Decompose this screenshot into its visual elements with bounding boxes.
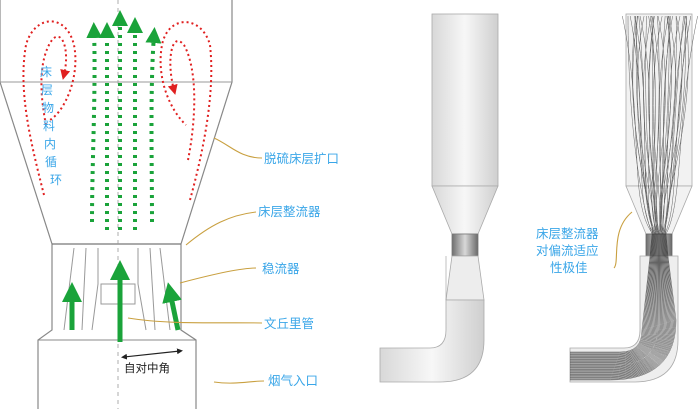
upflow-solid — [62, 260, 182, 342]
label-bed-rectifier: 床层整流器 — [258, 204, 321, 219]
angle-arrow — [121, 348, 183, 360]
right-streamlines — [569, 13, 698, 383]
tower-upper-outline — [0, 0, 53, 409]
label-inlet: 烟气入口 — [268, 373, 318, 388]
recirculation-loop-left — [22, 20, 77, 196]
leader-lines-left — [127, 137, 265, 384]
tower-upper-outline-right — [180, 0, 233, 409]
label-stabilizer: 稳流器 — [262, 261, 300, 276]
label-circulation: 床层物料内循环 — [40, 65, 62, 187]
label-adaptability-line1: 床层整流器 — [536, 226, 599, 241]
venturi-tube — [63, 247, 171, 331]
left-schematic — [0, 0, 265, 409]
recirculation-loop-right — [159, 21, 213, 201]
leader-line-right — [613, 211, 633, 269]
middle-geometry — [379, 13, 499, 383]
label-angle: 自对中角 — [124, 361, 170, 375]
upflow-dotted — [86, 10, 162, 230]
label-adaptability-line2: 对偏流适应 — [536, 243, 599, 258]
label-adaptability-line3: 性极佳 — [550, 260, 588, 275]
label-outlet: 脱硫床层扩口 — [264, 151, 339, 166]
label-venturi: 文丘里管 — [264, 316, 314, 331]
